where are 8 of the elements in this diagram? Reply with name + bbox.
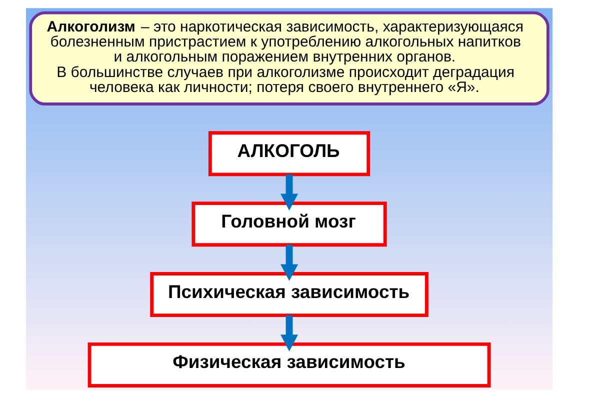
arrow bbox=[280, 244, 298, 281]
node-box: Психическая зависимость bbox=[150, 272, 428, 318]
node-box: Алкоголизм – это наркотическая зависимость, характеризующаяся болезненным пристрастием к употреблению алкогольных напитков и алкогольным поражением внутренних органов. В большинстве случаев при алкоголизме происходит деградация человека как личности; потеря своего внутреннего «Я». bbox=[28, 11, 549, 106]
arrow bbox=[280, 174, 298, 210]
arrow bbox=[280, 315, 298, 352]
node-box: Головной мозг bbox=[191, 202, 386, 247]
node-box: Физическая зависимость bbox=[87, 342, 490, 388]
node-box: АЛКОГОЛЬ bbox=[208, 131, 370, 176]
